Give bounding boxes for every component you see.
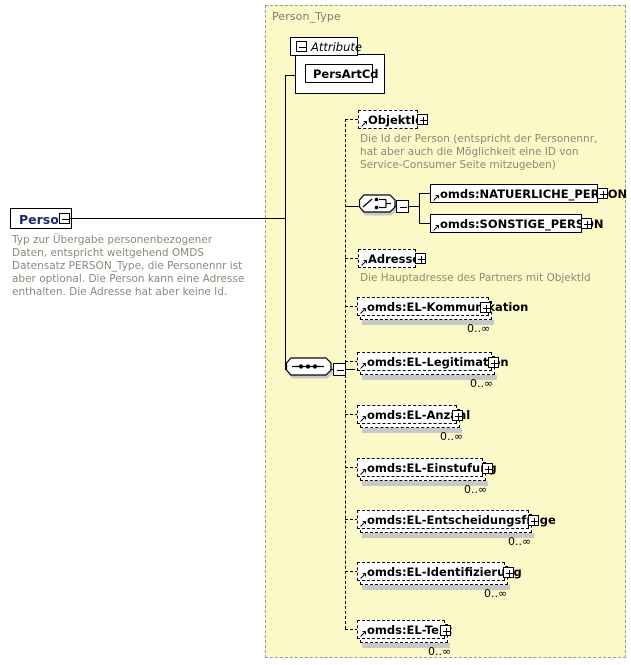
plus-icon-el-kommunikation[interactable] <box>480 302 491 313</box>
plus-icon-el-anzahl[interactable] <box>452 410 463 421</box>
reference-arrow-icon <box>360 307 367 314</box>
element-el-legitimation[interactable]: omds:EL-Legitimation <box>357 352 509 374</box>
connector-to-attribute-group <box>285 75 296 76</box>
repeat-shadow <box>362 428 462 433</box>
reference-arrow-icon <box>360 362 367 369</box>
plus-icon-adresse[interactable] <box>415 253 426 264</box>
connector-choice-out <box>409 206 419 207</box>
connector-to-el-text <box>345 629 358 630</box>
connector-to-objektid <box>345 119 358 120</box>
minus-icon-person[interactable] <box>59 213 70 224</box>
connector-sequence-out <box>346 369 355 370</box>
occurrence-el-anzahl: 0..∞ <box>440 430 464 443</box>
repeat-shadow <box>362 585 510 590</box>
attribute-group-label: Attribute <box>311 40 362 54</box>
reference-arrow-icon <box>361 259 368 266</box>
occurrence-el-identifizierung: 0..∞ <box>484 587 508 600</box>
element-adresse-label: Adresse <box>368 252 421 266</box>
repeat-shadow <box>362 320 494 325</box>
plus-icon-el-text[interactable] <box>440 625 451 636</box>
repeat-shadow <box>362 533 534 538</box>
sequence-icon[interactable] <box>286 356 344 383</box>
plus-icon-el-legitimation[interactable] <box>488 357 499 368</box>
plus-icon-el-einstufung[interactable] <box>482 463 493 474</box>
connector-to-choice <box>345 206 359 207</box>
element-el-kommunikation-label: omds:EL-Kommunikation <box>367 300 529 314</box>
attribute-persartcd[interactable]: PersArtCd <box>305 64 379 86</box>
connector-to-el-einstufung <box>345 467 358 468</box>
connector-to-adresse <box>345 258 358 259</box>
occurrence-el-legitimation: 0..∞ <box>470 377 494 390</box>
connector-person-to-type <box>70 218 285 219</box>
connector-sequence-to-expander <box>330 369 335 370</box>
element-el-anzahl[interactable]: omds:EL-Anzahl <box>357 405 470 427</box>
occurrence-el-text: 0..∞ <box>428 645 452 658</box>
connector-to-el-anzahl <box>345 414 358 415</box>
reference-arrow-icon <box>433 224 440 231</box>
element-el-entscheidungsfrage[interactable]: omds:EL-Entscheidungsfrage <box>357 510 556 532</box>
element-el-einstufung-label: omds:EL-Einstufung <box>367 461 497 475</box>
connector-to-el-entscheidungsfrage <box>345 519 358 520</box>
element-el-text-label: omds:EL-Text <box>367 623 452 637</box>
occurrence-el-kommunikation: 0..∞ <box>467 322 491 335</box>
attribute-persartcd-label: PersArtCd <box>313 67 379 81</box>
plus-icon-objektid[interactable] <box>417 114 428 125</box>
connector-choice-rail <box>419 193 420 224</box>
occurrence-el-entscheidungsfrage: 0..∞ <box>508 535 532 548</box>
element-natuerliche-person-label: omds:NATUERLICHE_PERSON <box>440 187 628 201</box>
element-objektid-annotation: Die Id der Person (entspricht der Person… <box>360 133 598 171</box>
root-annotation: Typ zur Übergabe personenbezogener Daten… <box>12 234 245 298</box>
element-el-einstufung[interactable]: omds:EL-Einstufung <box>357 458 497 480</box>
element-el-kommunikation[interactable]: omds:EL-Kommunikation <box>357 297 528 319</box>
reference-arrow-icon <box>360 468 367 475</box>
plus-icon-el-identifizierung[interactable] <box>503 567 514 578</box>
repeat-shadow <box>362 375 497 380</box>
element-el-entscheidungsfrage-label: omds:EL-Entscheidungsfrage <box>367 513 556 527</box>
element-el-identifizierung-label: omds:EL-Identifizierung <box>367 565 522 579</box>
root-element-label: Person <box>19 212 68 227</box>
element-el-legitimation-label: omds:EL-Legitimation <box>367 355 509 369</box>
choice-icon[interactable] <box>359 193 407 220</box>
occurrence-el-einstufung: 0..∞ <box>464 483 488 496</box>
connector-trunk-lower <box>285 218 286 369</box>
element-objektid[interactable]: ObjektId <box>358 110 423 132</box>
type-panel-title: Person_Type <box>272 10 341 23</box>
connector-to-natuerliche-person <box>419 193 430 194</box>
element-sonstige-person-label: omds:SONSTIGE_PERSON <box>440 217 604 231</box>
reference-arrow-icon <box>361 120 368 127</box>
connector-to-el-identifizierung <box>345 571 358 572</box>
type-panel <box>265 5 626 658</box>
connector-to-el-legitimation <box>345 361 358 362</box>
reference-arrow-icon <box>360 415 367 422</box>
connector-trunk-upper <box>285 75 286 219</box>
reference-arrow-icon <box>433 194 440 201</box>
plus-icon-el-entscheidungsfrage[interactable] <box>528 515 539 526</box>
reference-arrow-icon <box>360 520 367 527</box>
element-el-text[interactable]: omds:EL-Text <box>357 620 452 642</box>
element-natuerliche-person[interactable]: omds:NATUERLICHE_PERSON <box>430 184 627 206</box>
reference-arrow-icon <box>360 630 367 637</box>
element-el-anzahl-label: omds:EL-Anzahl <box>367 408 471 422</box>
attribute-group-header: Attribute <box>290 37 362 56</box>
element-el-identifizierung[interactable]: omds:EL-Identifizierung <box>357 562 522 584</box>
repeat-shadow <box>362 643 450 648</box>
element-adresse-annotation: Die Hauptadresse des Partners mit Objekt… <box>360 272 591 284</box>
element-adresse[interactable]: Adresse <box>358 249 420 271</box>
minus-icon-attribute-group[interactable] <box>296 41 307 52</box>
plus-icon-natuerliche-person[interactable] <box>597 188 608 199</box>
element-objektid-label: ObjektId <box>368 113 424 127</box>
repeat-shadow <box>362 481 488 486</box>
minus-icon-choice[interactable] <box>396 200 409 213</box>
connector-to-sonstige-person <box>419 223 430 224</box>
connector-to-el-kommunikation <box>345 306 358 307</box>
plus-icon-sonstige-person[interactable] <box>581 218 592 229</box>
element-sonstige-person[interactable]: omds:SONSTIGE_PERSON <box>430 214 604 236</box>
connector-children-rail <box>345 119 346 629</box>
reference-arrow-icon <box>360 572 367 579</box>
